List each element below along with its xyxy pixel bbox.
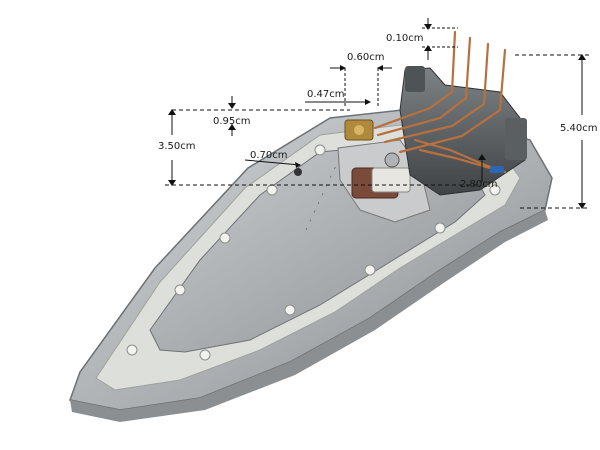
dim-label-top-gap: 0.10cm	[386, 33, 424, 44]
terminal-block	[399, 67, 526, 196]
connector	[490, 166, 504, 173]
frame-rivets	[126, 144, 501, 361]
thermostat-hole	[294, 168, 302, 176]
terminal-post	[505, 118, 527, 160]
dim-label-terminal-width: 0.60cm	[347, 52, 385, 63]
dim-label-hole: 0.70cm	[250, 150, 288, 161]
dim-label-pin: 2.80cm	[460, 179, 498, 190]
dimension-arrows	[168, 24, 586, 209]
dim-label-terminal-gap: 0.47cm	[307, 89, 345, 100]
dim-label-height: 3.50cm	[158, 141, 196, 152]
thermostat-assembly	[337, 119, 431, 223]
dim-label-upper-gap: 0.95cm	[213, 116, 251, 127]
terminal-post	[405, 66, 425, 92]
dim-label-side-height: 5.40cm	[560, 123, 598, 134]
copper-wires	[373, 30, 507, 174]
